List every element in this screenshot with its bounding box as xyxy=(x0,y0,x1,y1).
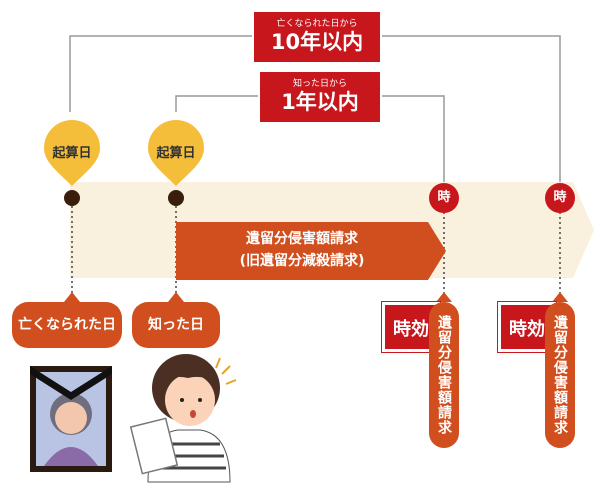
knew-pill-pointer xyxy=(168,292,184,302)
one-year-box: 知った日から 1年以内 xyxy=(260,72,380,122)
expiry-vertical-pill-2: 遺留分侵害額請求 xyxy=(545,302,575,448)
start-bubble-2-shape xyxy=(148,120,204,186)
one-year-big-label: 1年以内 xyxy=(281,90,359,114)
expiry-marker-1: 時 xyxy=(429,183,459,213)
ten-year-bracket-right xyxy=(382,35,561,182)
ten-year-bracket xyxy=(69,35,252,112)
start-bubble-1-shape xyxy=(44,120,100,186)
start-bubble-knew: 起算日 xyxy=(148,120,204,176)
start-label-knew: 起算日 xyxy=(156,146,196,161)
expiry-vertical-pill-1: 遺留分侵害額請求 xyxy=(429,302,459,448)
death-date-pill: 亡くなられた日 xyxy=(12,302,122,348)
claim-arrow-text: 遺留分侵害額請求 (旧遺留分減殺請求) xyxy=(176,228,428,272)
death-dot xyxy=(64,190,80,206)
ten-year-box: 亡くなられた日から 10年以内 xyxy=(254,12,380,62)
ten-year-small-label: 亡くなられた日から xyxy=(276,19,358,29)
knew-dot xyxy=(168,190,184,206)
deceased-portrait xyxy=(30,366,112,472)
knew-date-pill: 知った日 xyxy=(132,302,220,348)
claim-label-main: 遺留分侵害額請求 xyxy=(246,231,358,247)
expiry1-pointer xyxy=(436,292,452,302)
one-year-bracket-right xyxy=(382,95,445,182)
one-year-small-label: 知った日から xyxy=(292,79,347,89)
claim-arrow-shape xyxy=(176,222,446,280)
one-year-bracket xyxy=(175,95,258,112)
expiry-marker-2: 時 xyxy=(545,183,575,213)
start-label-death: 起算日 xyxy=(52,146,92,161)
start-bubble-death: 起算日 xyxy=(44,120,100,176)
death-pill-pointer xyxy=(64,292,80,302)
ten-year-big-label: 10年以内 xyxy=(270,30,364,54)
claim-label-old: (旧遺留分減殺請求) xyxy=(239,253,365,269)
person-illustration xyxy=(129,354,237,483)
expiry2-pointer xyxy=(552,292,568,302)
